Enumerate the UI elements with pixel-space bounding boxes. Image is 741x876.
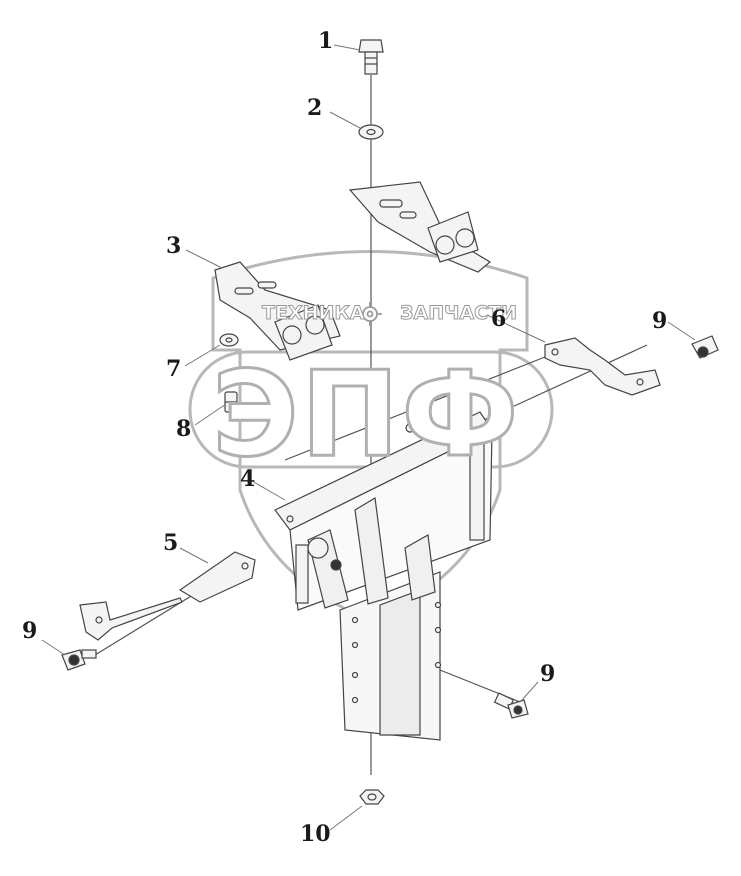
watermark-right-word: ЗАПЧАСТИ [400,302,518,325]
watermark-left-word: ТЕХНИКА [262,302,366,325]
callout-4: 4 [240,466,256,492]
callout-3: 3 [166,233,182,259]
bolt-part-1 [358,39,384,75]
callout-9-left: 9 [22,618,38,644]
rod-bracket-part-5 [79,551,256,641]
gear-icon [358,302,382,326]
bolt-part-9-right [691,335,719,359]
leader-lines [41,44,696,831]
callout-6: 6 [491,306,507,332]
callout-7: 7 [166,356,182,382]
nut-part-10 [359,789,385,805]
mount-assembly-part-4 [274,405,493,741]
bolt-part-9-left [61,649,97,671]
callout-8: 8 [176,416,192,442]
callout-9-bottom: 9 [540,661,556,687]
callout-5: 5 [163,530,179,556]
callout-2: 2 [307,95,323,121]
link-plate-part-6 [544,337,661,396]
upper-bracket [348,181,492,273]
callout-9-right: 9 [652,308,668,334]
bracket-part-3 [214,261,341,361]
callout-1: 1 [318,28,334,54]
bolt-part-9-bottom [493,692,529,719]
watermark-logo: ЭПФ [210,345,521,483]
washer-part-2 [358,124,384,140]
washer-part-7 [219,333,239,347]
screw-part-8 [224,391,238,413]
callout-10: 10 [300,821,331,847]
